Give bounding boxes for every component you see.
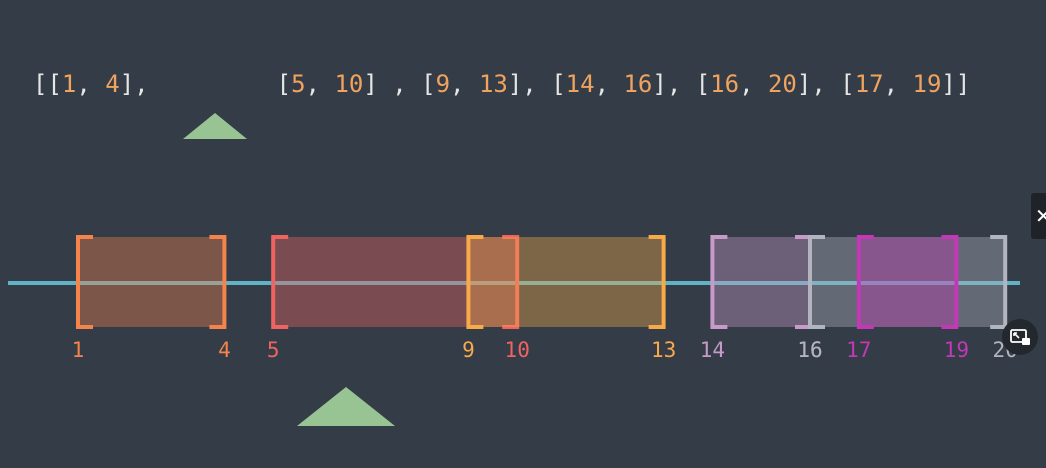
expression-token: , <box>76 70 105 98</box>
interval-start-label: 16 <box>797 338 822 362</box>
interval-end-label: 19 <box>944 338 969 362</box>
interval-right-bracket <box>941 235 959 329</box>
interval-box <box>712 237 810 327</box>
expression-token: [[ <box>33 70 62 98</box>
interval-left-bracket <box>466 235 484 329</box>
expression-token: ], [ <box>797 70 855 98</box>
expression-token: 16 <box>623 70 652 98</box>
interval-left-bracket <box>808 235 825 329</box>
picture-in-picture-icon <box>1010 329 1030 345</box>
expression-token: , <box>739 70 768 98</box>
interval-start-label: 1 <box>72 338 85 362</box>
pip-button[interactable] <box>1002 319 1038 355</box>
interval-left-bracket <box>271 235 289 329</box>
interval-box <box>858 237 957 327</box>
expression-token: 9 <box>436 70 450 98</box>
interval-end-label: 10 <box>505 338 530 362</box>
interval-end-label: 16 <box>797 338 822 362</box>
expression-token: 20 <box>768 70 797 98</box>
list-pointer-triangle <box>183 113 247 139</box>
expression-token: 17 <box>855 70 884 98</box>
expression-token: ], [ <box>652 70 710 98</box>
interval-box <box>810 237 1006 327</box>
interval-right-bracket <box>502 235 520 329</box>
expression-token: ], <box>120 70 149 98</box>
interval-end-label: 4 <box>218 338 231 362</box>
interval-start-label: 5 <box>267 338 280 362</box>
interval-left-bracket <box>710 235 728 329</box>
interval-left-bracket <box>76 235 93 329</box>
expression-token: 10 <box>334 70 363 98</box>
interval-box <box>273 237 518 327</box>
line-pointer-triangle <box>297 387 395 426</box>
expression-token: , <box>884 70 913 98</box>
interval-start-label: 17 <box>846 338 871 362</box>
expression-token: 5 <box>291 70 305 98</box>
expression-token: 19 <box>913 70 942 98</box>
expression-token: ] , [ <box>363 70 435 98</box>
expression-token: [ <box>277 70 291 98</box>
interval-start-label: 14 <box>700 338 725 362</box>
interval-box <box>468 237 664 327</box>
expression-token: 13 <box>479 70 508 98</box>
interval-left-bracket <box>856 235 874 329</box>
expression-token: ], [ <box>508 70 566 98</box>
close-icon: ✕ <box>1035 204 1046 228</box>
expression-token: 16 <box>710 70 739 98</box>
expression-token: , <box>595 70 624 98</box>
interval-list-text: [[1, 4],[5, 10] , [9, 13], [14, 16], [16… <box>33 70 970 98</box>
interval-box <box>78 237 225 327</box>
expression-token: , <box>306 70 335 98</box>
expression-token: ]] <box>941 70 970 98</box>
interval-right-bracket <box>648 235 666 329</box>
interval-start-label: 9 <box>462 338 475 362</box>
expression-token: , <box>450 70 479 98</box>
interval-right-bracket <box>990 235 1008 329</box>
interval-end-label: 13 <box>651 338 676 362</box>
expression-token: 1 <box>62 70 76 98</box>
expression-token: 4 <box>105 70 119 98</box>
expression-token: 14 <box>566 70 595 98</box>
interval-right-bracket <box>209 235 227 329</box>
close-button[interactable]: ✕ <box>1031 193 1046 239</box>
